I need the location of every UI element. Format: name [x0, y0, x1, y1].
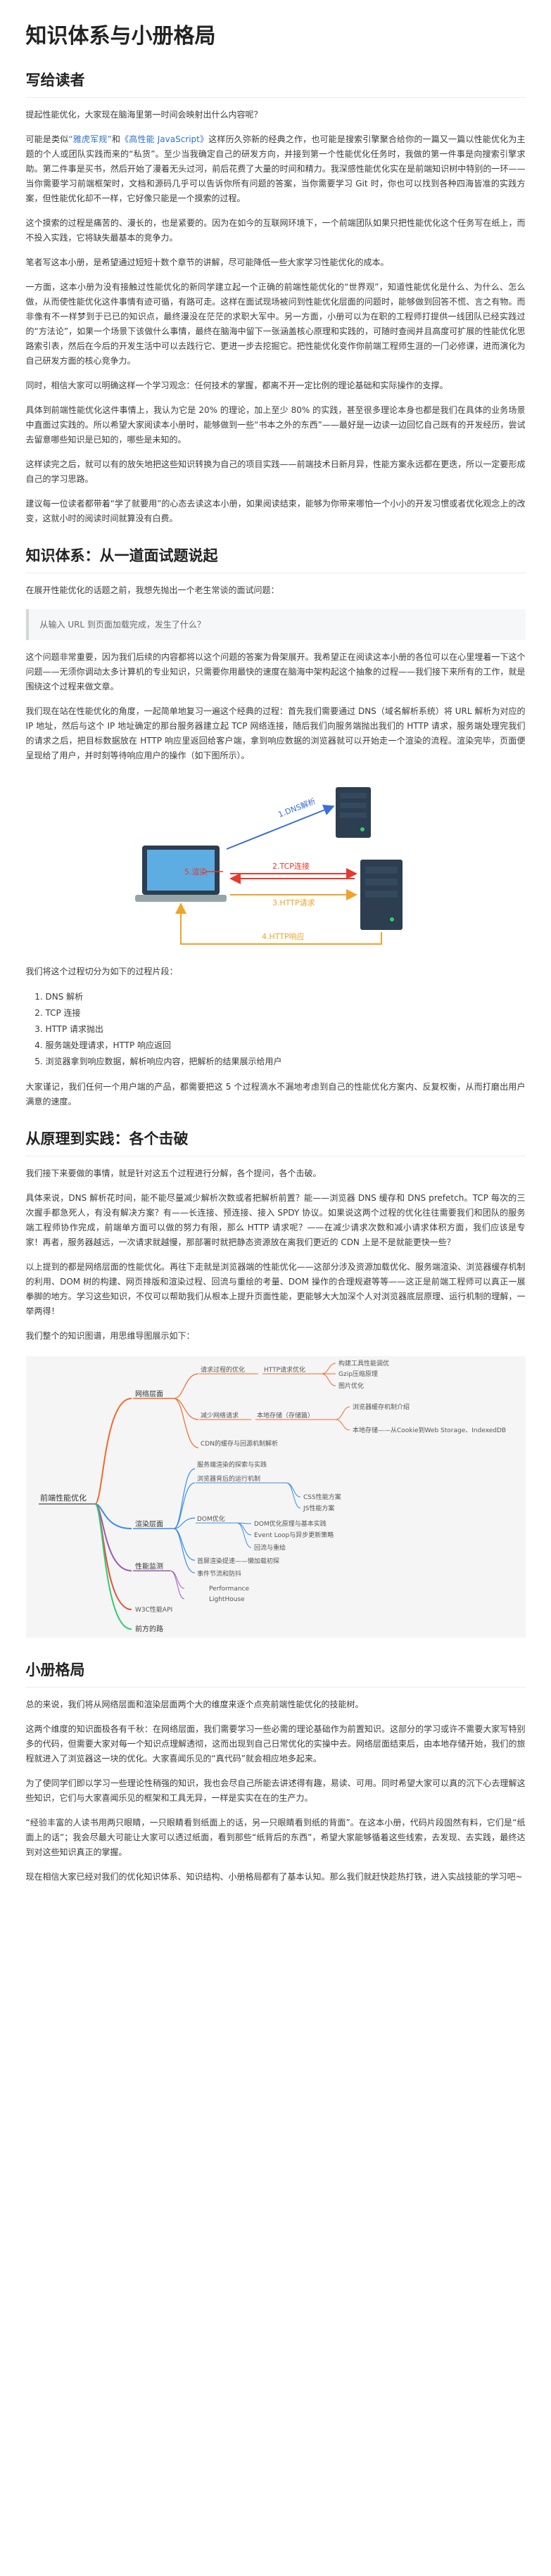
- mindmap-dom: DOM优化: [197, 1515, 225, 1523]
- list-item: DNS 解析: [46, 989, 526, 1005]
- label-tcp: 2.TCP连接: [272, 862, 310, 871]
- dns-arrow: [226, 805, 335, 850]
- intro-text: 和: [111, 134, 121, 144]
- mindmap-build: 构建工具性能调优: [338, 1359, 389, 1367]
- intro-paragraph-8: 这样读完之后，就可以有的放矢地把这些知识转换为自己的项目实践——前端技术日新月异…: [25, 459, 526, 484]
- pattern-paragraph-4: “经验丰富的人读书用两只眼睛，一只眼睛看到纸面上的话，另一只眼睛看到纸的背面”。…: [25, 1818, 526, 1857]
- mindmap-req: 请求过程的优化: [201, 1365, 245, 1374]
- mindmap-lighthouse: LightHouse: [209, 1596, 245, 1603]
- mindmap-reduce: 减少网络请求: [201, 1411, 239, 1420]
- practice-paragraph-3: 以上提到的都是网络层面的性能优化。再往下走就是浏览器端的性能优化——这部分涉及资…: [25, 1262, 526, 1316]
- mindmap-perf: 性能监测: [135, 1562, 163, 1571]
- mindmap-w3c: W3C性能API: [135, 1605, 172, 1614]
- page-title: 知识体系与小册格局: [25, 24, 216, 49]
- knowledge-paragraph-1: 在展开性能优化的话题之前，我想先抛出一个老生常谈的面试问题：: [25, 585, 279, 595]
- mindmap-browser: 浏览器背后的运行机制: [197, 1474, 260, 1483]
- heading-intro: 写给读者: [25, 70, 526, 98]
- list-item: 浏览器拿到响应数据，解析响应内容，把解析的结果展示给用户: [46, 1054, 526, 1070]
- knowledge-paragraph-4: 我们将这个过程切分为如下的过程片段：: [25, 967, 178, 976]
- mindmap-js: JS性能方案: [303, 1504, 334, 1512]
- mindmap-dom2: Event Loop与异步更新策略: [254, 1531, 334, 1539]
- knowledge-mindmap: 前端性能优化 网络层面 请求过程的优化 HTTP请求优化 构建工具性能调优 Gz…: [25, 1356, 526, 1638]
- mindmap-render: 渲染层面: [135, 1519, 163, 1529]
- pattern-paragraph-5: 现在相信大家已经对我们的优化知识体系、知识结构、小册格局都有了基本认知。那么我们…: [25, 1872, 523, 1882]
- web-server-icon: [360, 860, 403, 930]
- list-item: TCP 连接: [46, 1005, 526, 1021]
- intro-paragraph-5: 一方面，这本小册为没有接触过性能优化的新同学建立起一个正确的前端性能优化的“世界…: [25, 282, 526, 366]
- mindmap-cdn: CDN的缓存与回源机制解析: [201, 1439, 278, 1448]
- intro-paragraph-7: 具体到前端性能优化这件事情上，我认为它是 20% 的理论，加上至少 80% 的实…: [25, 405, 526, 445]
- mindmap-throttle: 事件节流和防抖: [197, 1569, 241, 1578]
- heading-pattern: 小册格局: [25, 1660, 526, 1688]
- mindmap-img: 图片优化: [338, 1382, 364, 1390]
- process-steps-list: DNS 解析 TCP 连接 HTTP 请求抛出 服务端处理请求，HTTP 响应返…: [26, 989, 526, 1070]
- intro-paragraph-1: 提起性能优化，大家现在脑海里第一时间会映射出什么内容呢？: [25, 110, 262, 120]
- practice-paragraph-1: 我们接下来要做的事情，就是针对这五个过程进行分解，各个提问，各个击破。: [25, 1168, 322, 1178]
- mindmap-dom3: 回流与重绘: [254, 1543, 286, 1552]
- intro-paragraph-2: 可能是类似“雅虎军规”和《高性能 JavaScript》这样历久弥新的经典之作，…: [26, 132, 526, 206]
- knowledge-paragraph-3: 我们现在站在性能优化的角度，一起简单地复习一遍这个经典的过程：首先我们需要通过 …: [25, 706, 526, 760]
- mindmap-root: 前端性能优化: [40, 1493, 87, 1503]
- dns-server-icon: [335, 787, 371, 838]
- heading-practice: 从原理到实践：各个击破: [25, 1129, 526, 1156]
- intro-paragraph-3: 这个摸索的过程是痛苦的、漫长的，也是紧要的。因为在如今的互联网环境下，一个前端团…: [25, 218, 526, 243]
- mindmap-gzip: Gzip压缩原理: [338, 1370, 378, 1378]
- laptop-icon: [134, 846, 227, 902]
- mindmap-lazy: 首屏渲染提速——懒加载初探: [197, 1557, 279, 1565]
- article: 知识体系与小册格局 写给读者 提起性能优化，大家现在脑海里第一时间会映射出什么内…: [25, 0, 526, 1885]
- pattern-paragraph-2: 这两个维度的知识面极各有千秋：在网络层面，我们需要学习一些必需的理论基础作为前置…: [25, 1724, 526, 1764]
- label-render: 5.渲染: [184, 867, 208, 876]
- list-item: HTTP 请求抛出: [46, 1021, 526, 1038]
- intro-text: 可能是类似: [25, 134, 69, 144]
- mindmap-summary: 前方的路: [135, 1624, 163, 1633]
- request-flow-diagram: 1.DNS解析 2.TCP连接 3.HTTP请求 4.HTTP响应 5.渲染: [134, 787, 403, 945]
- mindmap-dom1: DOM优化原理与基本实践: [254, 1519, 327, 1528]
- http-response-arrow: [175, 903, 382, 945]
- label-http-response: 4.HTTP响应: [262, 931, 305, 941]
- interview-question-quote: 从输入 URL 到页面加载完成，发生了什么？: [25, 609, 526, 640]
- list-item: 服务端处理请求，HTTP 响应返回: [46, 1038, 526, 1054]
- intro-paragraph-9: 建议每一位读者都带着“学了就要用”的心态去读这本小册，如果阅读结束，能够为你带来…: [25, 499, 526, 523]
- mindmap-css: CSS性能方案: [303, 1493, 341, 1501]
- mindmap-perf-tool: Performance: [209, 1586, 249, 1593]
- link-yahoo-rules[interactable]: “雅虎军规”: [68, 134, 112, 144]
- mindmap-http-opt: HTTP请求优化: [264, 1365, 305, 1374]
- mindmap-local: 本地存储（存储篇）: [257, 1411, 314, 1420]
- knowledge-paragraph-2: 这个问题非常重要，因为我们后续的内容都将以这个问题的答案为骨架展开。我希望正在阅…: [25, 652, 526, 691]
- practice-paragraph-2: 具体来说，DNS 解析花时间，能不能尽量减少解析次数或者把解析前置？能——浏览器…: [25, 1193, 526, 1247]
- link-high-perf-js[interactable]: 《高性能 JavaScript》: [120, 134, 209, 144]
- mindmap-ssr: 服务端渲染的探索与实践: [197, 1460, 267, 1469]
- heading-knowledge: 知识体系：从一道面试题说起: [25, 546, 526, 573]
- pattern-paragraph-3: 为了使同学们即以学习一些理论性稍强的知识，我也会尽自己所能去讲述得有趣，易读、可…: [25, 1778, 526, 1803]
- mindmap-net: 网络层面: [135, 1389, 163, 1398]
- pattern-paragraph-1: 总的来说，我们将从网络层面和渲染层面两个大的维度来逐个点亮前端性能优化的技能树。: [25, 1700, 364, 1709]
- practice-paragraph-4: 我们整个的知识图谱，用思维导图展示如下：: [25, 1331, 195, 1341]
- mindmap-cache: 浏览器缓存机制介绍: [353, 1403, 410, 1411]
- intro-paragraph-4: 笔者写这本小册，是希望通过短短十数个章节的讲解，尽可能降低一些大家学习性能优化的…: [25, 257, 389, 267]
- mindmap-storage: 本地存储——从Cookie到Web Storage、IndexedDB: [353, 1426, 506, 1434]
- label-http-request: 3.HTTP请求: [272, 898, 315, 907]
- intro-text: 这样历久弥新的经典之作，也可能是搜索引擎聚合给你的一篇又一篇以性能优化为主题的个…: [25, 134, 526, 203]
- intro-paragraph-6: 同时，相信大家可以明确这样一个学习观念：任何技术的掌握，都离不开一定比例的理论基…: [25, 381, 448, 390]
- knowledge-paragraph-5: 大家谨记，我们任何一个用户端的产品，都需要把这 5 个过程滴水不漏地考虑到自己的…: [25, 1082, 526, 1107]
